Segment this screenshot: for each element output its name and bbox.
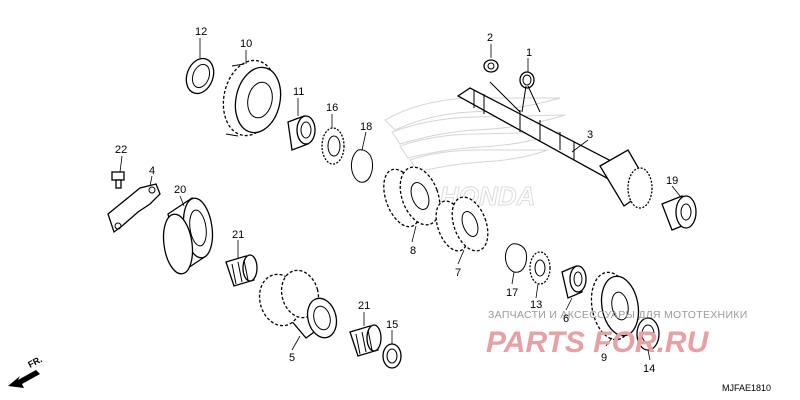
callout-11: 11 [293,86,304,98]
leader-lines [119,38,681,361]
callout-16: 16 [326,102,338,114]
callout-labels: 12 10 11 16 18 22 4 20 21 5 21 15 2 1 3 … [115,26,678,375]
part-15-washer [382,343,402,369]
part-7-gear [435,196,489,252]
part-13-spline-washer [529,251,551,285]
part-9-gear [590,271,640,341]
callout-2: 2 [487,32,493,44]
callout-21-left: 21 [232,229,244,241]
callout-19: 19 [666,175,678,187]
callout-13: 13 [530,299,542,311]
part-6-bushing [561,265,587,299]
part-5-gear-cluster [258,269,338,339]
part-8-gear [383,166,441,228]
callout-9: 9 [601,352,607,364]
part-20-ball-bearing [162,196,214,275]
callout-21-right: 21 [358,300,370,312]
callout-17: 17 [506,287,518,299]
part-22-bolt [111,171,125,189]
callout-7: 7 [455,267,461,279]
part-11-bushing [287,115,316,151]
callout-14: 14 [643,363,655,375]
callout-6: 6 [563,313,569,325]
callout-15: 15 [386,319,398,331]
front-direction-label: FR. [26,354,43,370]
part-21-needle-bearing-left [225,254,258,287]
watermark-brand: PARTS FOR.RU [486,326,710,359]
part-10-gear [222,59,282,137]
callout-1: 1 [526,47,532,59]
part-19-ball-bearing [661,195,697,231]
callout-3: 3 [587,129,593,141]
callout-18: 18 [360,121,372,133]
callout-8: 8 [410,245,416,257]
part-17-snap-ring [505,243,527,273]
callout-22: 22 [115,144,127,156]
part-2-collar [483,59,499,73]
callout-12: 12 [195,26,207,38]
part-3-mainshaft [456,81,653,209]
callout-10: 10 [240,38,252,50]
front-direction-arrow-icon: FR. [8,354,44,388]
callout-4: 4 [149,165,155,177]
watermark-tagline: ЗАПЧАСТИ И АКСЕССУАРЫ ДЛЯ МОТОТЕХНИКИ [488,309,748,321]
part-16-spline-washer [321,127,345,165]
callout-5: 5 [289,352,295,364]
part-18-snap-ring [351,149,373,183]
part-4-bearing-set-plate [107,183,161,234]
callout-20: 20 [174,184,186,196]
diagram-code: MJFAE1810 [722,383,771,393]
part-12-thrust-washer [185,57,215,95]
part-21-needle-bearing-right [349,324,382,357]
part-1-bearing [519,71,535,89]
